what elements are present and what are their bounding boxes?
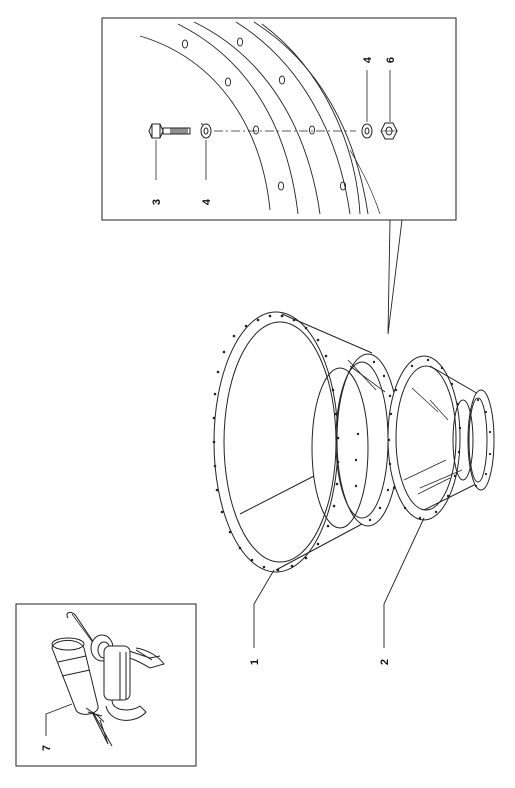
flange-arcs: [139, 21, 381, 215]
sealant-kit-inset: [15, 603, 197, 767]
callout-2: 2: [379, 659, 391, 665]
large-flange-holes: [212, 314, 340, 572]
callout-labels: 3 4 4 6 1 2 7: [41, 56, 397, 751]
kit-leader: [45, 703, 73, 736]
callout-6: 6: [385, 57, 397, 63]
small-cone: [387, 355, 495, 521]
small-cone-shading: [403, 387, 463, 495]
flat-washer-left-icon: [200, 123, 212, 139]
hex-nut-icon: [380, 122, 398, 140]
detail-inset: [101, 17, 457, 335]
detail-leaders: [155, 70, 391, 180]
small-cone-flange-holes: [387, 358, 492, 520]
small-cone-outlet-flange: [467, 389, 495, 491]
large-cone-throat-opening: [311, 367, 369, 529]
callout-7: 7: [41, 745, 53, 751]
callout-4-left: 4: [201, 198, 213, 205]
main-leaders: [253, 517, 425, 648]
callout-1: 1: [249, 659, 261, 665]
flat-washer-right-icon: [361, 123, 373, 139]
callout-4-right: 4: [362, 56, 374, 63]
callout-3: 3: [151, 199, 163, 205]
hex-bolt-icon: [148, 123, 191, 139]
large-cone: [212, 311, 400, 573]
throat-flange-holes: [354, 360, 396, 522]
small-cone-outlet-inner: [468, 397, 488, 483]
detail-pointer: [387, 219, 403, 335]
sealant-cartridge-icon: [51, 637, 113, 747]
small-cone-outlet-bore: [452, 399, 474, 481]
detail-frame: [101, 17, 457, 221]
large-cone-mouth-flange-outer: [213, 311, 339, 573]
small-cone-flange-inner: [395, 365, 457, 511]
caulking-gun-icon: [66, 611, 165, 721]
small-cone-flange-outer: [387, 355, 461, 521]
flange-bolt-holes: [181, 37, 347, 191]
